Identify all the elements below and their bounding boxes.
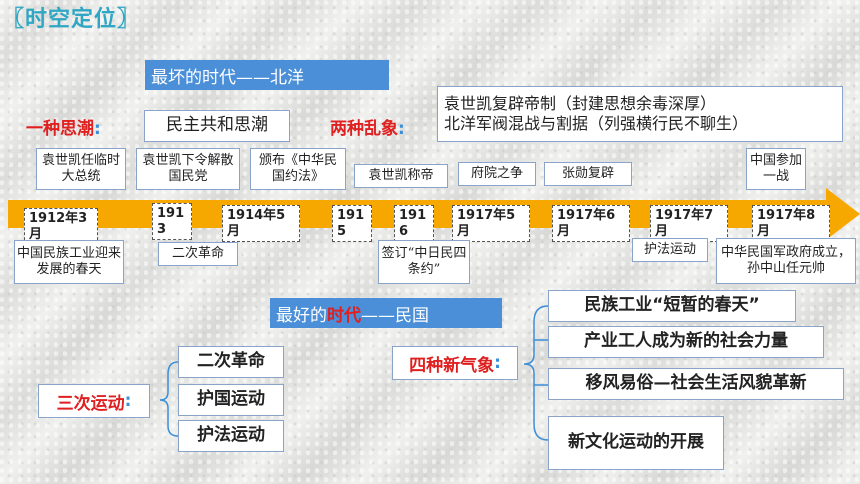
event-below-3: 签订“中日民四条约”: [378, 240, 470, 284]
event-above-4: 袁世凯称帝: [354, 164, 448, 188]
movement-item-1: 二次革命: [178, 346, 284, 378]
new-trend-item-3: 移风易俗—社会生活风貌革新: [548, 368, 844, 400]
date-5: 1916: [394, 205, 434, 243]
trend-item-text: 民主共和思潮: [166, 115, 268, 136]
event-above-5: 府院之争: [458, 162, 536, 186]
best-era-banner: 最好的时代——民国: [270, 298, 502, 328]
event-below-4: 护法运动: [632, 238, 708, 262]
new-trend-item-2: 产业工人成为新的社会力量: [548, 326, 824, 358]
timeline-arrow: [8, 188, 860, 240]
worst-era-banner: 最坏的时代——北洋: [145, 60, 389, 90]
trend-item-box: 民主共和思潮: [144, 110, 290, 142]
event-above-7: 中国参加一战: [746, 148, 806, 190]
two-chaos-text: 两种乱象: [330, 119, 398, 139]
event-below-5: 中华民国军政府成立，孙中山任元帅: [716, 238, 856, 284]
best-era-highlight: 时代: [327, 305, 361, 326]
date-3: 1914年5月: [222, 205, 300, 243]
event-below-1: 中国民族工业迎来发展的春天: [14, 240, 124, 284]
best-era-pre: 最好的: [276, 305, 327, 326]
worst-era-text: 最坏的时代——北洋: [151, 67, 304, 88]
best-era-post: ——民国: [361, 305, 429, 326]
event-below-2: 二次革命: [158, 242, 238, 266]
movement-item-2: 护国运动: [178, 384, 284, 416]
three-movements-label: 三次运动:: [38, 384, 150, 418]
two-chaos-label: 两种乱象:: [330, 119, 405, 139]
event-above-3: 颁布《中华民国约法》: [250, 148, 346, 190]
new-trend-item-4: 新文化运动的开展: [548, 416, 724, 470]
date-1: 1912年3月: [24, 208, 98, 246]
chaos-line-1: 袁世凯复辟帝制（封建思想余毒深厚）: [444, 94, 717, 113]
date-7: 1917年6月: [552, 205, 630, 243]
date-4: 1915: [332, 205, 372, 243]
section-title: 〖时空定位〗: [2, 6, 141, 32]
three-movements-text: 三次运动: [56, 393, 125, 414]
one-trend-text: 一种思潮: [26, 119, 94, 139]
date-2: 1913: [152, 203, 192, 241]
event-above-2: 袁世凯下令解散国民党: [136, 148, 240, 190]
date-6: 1917年5月: [452, 205, 530, 243]
new-trend-item-1: 民族工业“短暂的春天”: [548, 290, 796, 322]
four-trends-text: 四种新气象: [409, 355, 495, 376]
movement-item-3: 护法运动: [178, 420, 284, 452]
date-9: 1917年8月: [752, 205, 830, 243]
chaos-line-2: 北洋军阀混战与割据（列强横行民不聊生）: [444, 114, 749, 133]
event-above-6: 张勋复辟: [544, 162, 632, 186]
one-trend-label: 一种思潮:: [26, 119, 101, 139]
four-trends-label: 四种新气象:: [392, 346, 518, 380]
chaos-box: 袁世凯复辟帝制（封建思想余毒深厚） 北洋军阀混战与割据（列强横行民不聊生）: [437, 86, 843, 142]
event-above-1: 袁世凯任临时大总统: [36, 148, 126, 190]
